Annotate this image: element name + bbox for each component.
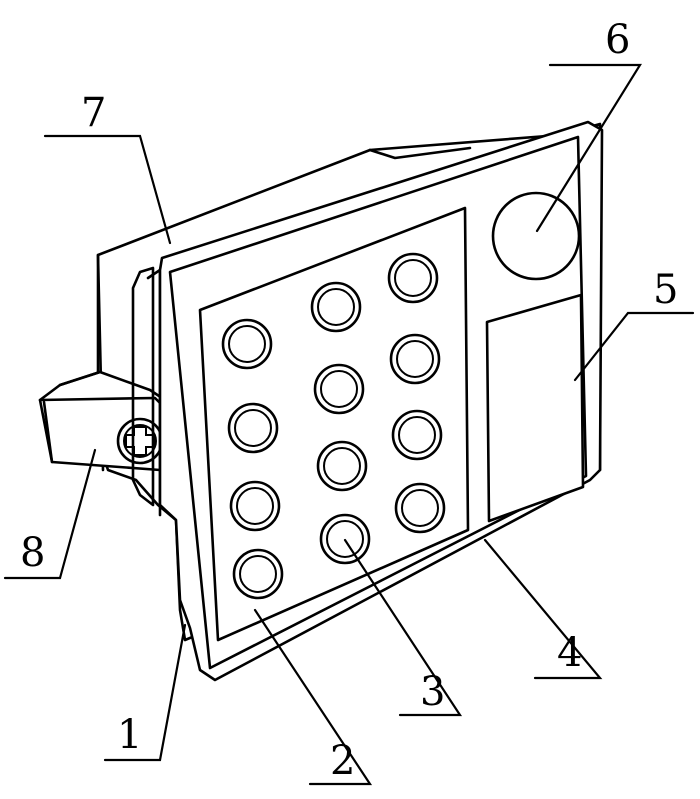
label-5: 5 xyxy=(653,267,678,313)
label-3: 3 xyxy=(420,669,445,715)
label-7: 7 xyxy=(81,90,106,136)
label-6: 6 xyxy=(605,17,630,63)
display-window xyxy=(487,295,583,521)
label-8: 8 xyxy=(20,530,45,576)
label-4: 4 xyxy=(557,630,582,676)
label-2: 2 xyxy=(330,738,355,784)
label-1: 1 xyxy=(117,712,142,758)
